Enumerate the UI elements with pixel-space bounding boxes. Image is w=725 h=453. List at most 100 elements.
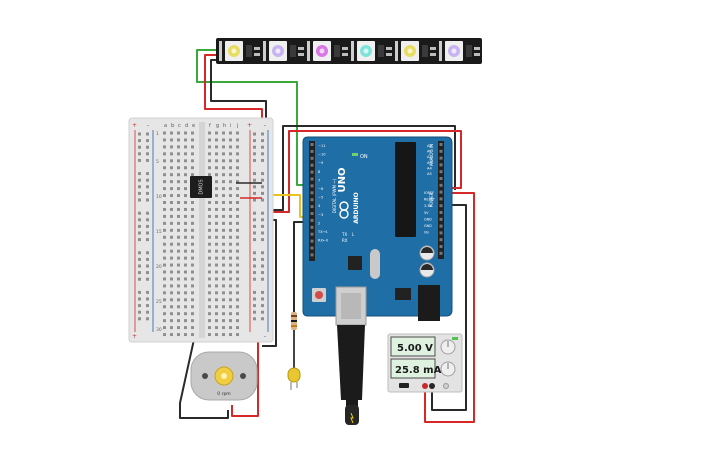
digital-pin-label: ~3 xyxy=(318,213,323,217)
power-supply[interactable]: 5.00 V 25.8 mA xyxy=(387,333,463,393)
power-pin-label: GND xyxy=(424,224,432,228)
digital-label: DIGITAL (PWM ~) xyxy=(332,178,337,213)
neopixel-strip[interactable] xyxy=(216,38,482,64)
power-pin-label: 3.3V xyxy=(424,204,432,208)
breadboard-rail-signs: + - + - + - xyxy=(132,122,266,340)
digital-pin-label: ~11 xyxy=(318,144,326,148)
svg-text:h: h xyxy=(223,123,226,129)
wire-black-supply[interactable] xyxy=(431,204,467,411)
ground-terminal[interactable] xyxy=(443,383,449,389)
wire-red-strip-power[interactable] xyxy=(204,54,263,122)
voltage-display xyxy=(390,336,436,357)
tx-rx-labels: TX RX L xyxy=(341,232,355,243)
analog-pin-label: A2 xyxy=(427,155,432,159)
svg-text:5: 5 xyxy=(156,159,159,165)
usb-chip xyxy=(348,256,362,270)
wire-red-supply[interactable] xyxy=(424,192,475,423)
svg-text:-: - xyxy=(147,122,149,129)
arduino-logo-text: ARDUINO xyxy=(353,192,360,223)
svg-text:f: f xyxy=(209,123,211,129)
breadboard-col-letters-right: f g h i j xyxy=(209,123,238,129)
arduino-infinity-logo xyxy=(339,201,349,219)
svg-text:1: 1 xyxy=(156,131,159,137)
svg-text:-: - xyxy=(264,333,266,340)
svg-text:+: + xyxy=(132,122,137,129)
strip-pixel[interactable] xyxy=(307,41,348,61)
svg-text:b: b xyxy=(171,123,174,129)
strip-pixel[interactable] xyxy=(395,41,436,61)
on-led xyxy=(352,153,358,156)
digital-pin-label: RX←0 xyxy=(318,239,329,243)
breadboard-holes xyxy=(138,131,264,337)
usb-cable[interactable] xyxy=(335,286,367,425)
power-pin-label: RESET xyxy=(424,198,436,202)
reset-button[interactable] xyxy=(312,288,326,302)
negative-terminal[interactable] xyxy=(429,383,435,389)
digital-pin-label: ~9 xyxy=(318,161,324,165)
svg-text:DMOS: DMOS xyxy=(199,179,205,194)
motor-rpm-label: 0 rpm xyxy=(217,391,230,397)
strip-pixel[interactable] xyxy=(439,41,480,61)
resistor[interactable] xyxy=(291,312,297,330)
positive-terminal[interactable] xyxy=(422,383,428,389)
analog-pin-label: A4 xyxy=(427,166,432,170)
breadboard-col-letters-left: a b c d e xyxy=(164,123,195,129)
wire-green-data[interactable] xyxy=(196,49,306,186)
svg-text:+: + xyxy=(132,333,137,340)
crystal xyxy=(370,249,380,279)
svg-text:+: + xyxy=(247,122,252,129)
svg-text:10: 10 xyxy=(156,194,162,200)
atmega-chip xyxy=(395,142,416,237)
strip-pixel[interactable] xyxy=(219,41,260,61)
breadboard[interactable]: a b c d e f g h i j + - + - + - 1 5 10 1… xyxy=(128,117,274,343)
power-switch[interactable] xyxy=(399,383,409,388)
analog-pin-label: A3 xyxy=(427,161,432,165)
svg-text:d: d xyxy=(185,123,188,129)
digital-pin-label: 7 xyxy=(318,178,320,182)
current-display xyxy=(390,358,436,379)
strip-pixel[interactable] xyxy=(351,41,392,61)
on-label: ON xyxy=(360,154,368,160)
svg-text:i: i xyxy=(230,123,231,129)
power-label: POWER xyxy=(429,192,434,207)
svg-text:g: g xyxy=(216,123,219,129)
dc-motor[interactable]: 0 rpm xyxy=(190,351,258,401)
power-pin-label: 5V xyxy=(424,211,429,215)
digital-pin-label: TX→1 xyxy=(317,230,328,234)
svg-text:15: 15 xyxy=(156,229,162,235)
wire-black-gnd-top[interactable] xyxy=(262,125,456,211)
svg-text:j: j xyxy=(236,123,238,129)
wire-red-5v[interactable] xyxy=(262,130,462,213)
svg-text:25: 25 xyxy=(156,299,162,305)
dmos-chip[interactable]: DMOS xyxy=(190,176,212,198)
digital-pin-label: ~6 xyxy=(318,187,324,191)
svg-text:a: a xyxy=(164,123,167,129)
digital-pin-label: 8 xyxy=(318,170,321,174)
strip-pixel[interactable] xyxy=(263,41,304,61)
wire-red-motor[interactable] xyxy=(231,340,259,417)
analog-label: ANALOG IN xyxy=(429,144,434,166)
uno-model-label: UNO xyxy=(337,168,348,193)
wire-black-strip-gnd[interactable] xyxy=(210,59,267,122)
yellow-led[interactable] xyxy=(287,367,301,390)
digital-pin-label: 2 xyxy=(318,221,320,225)
svg-text:RX: RX xyxy=(342,238,348,243)
power-jack[interactable] xyxy=(418,285,440,321)
arduino-uno-board[interactable]: ON UNO ARDUINO DIGITAL (PWM ~) ANALOG IN… xyxy=(302,136,453,321)
svg-text:30: 30 xyxy=(156,327,162,333)
breadboard-row-numbers: 1 5 10 15 20 25 30 xyxy=(156,131,162,333)
analog-pin-label: A1 xyxy=(427,150,432,154)
digital-pin-label: ~5 xyxy=(318,196,323,200)
power-pin-label: Vin xyxy=(424,231,429,235)
digital-pin-label: 4 xyxy=(318,204,321,208)
svg-text:-: - xyxy=(264,122,266,129)
analog-pin-label: A5 xyxy=(427,172,432,176)
voltage-readout: 5.00 V xyxy=(397,343,433,354)
power-pin-label: IOREF xyxy=(424,191,434,195)
svg-text:20: 20 xyxy=(156,264,162,270)
strip-pixels xyxy=(219,41,480,61)
